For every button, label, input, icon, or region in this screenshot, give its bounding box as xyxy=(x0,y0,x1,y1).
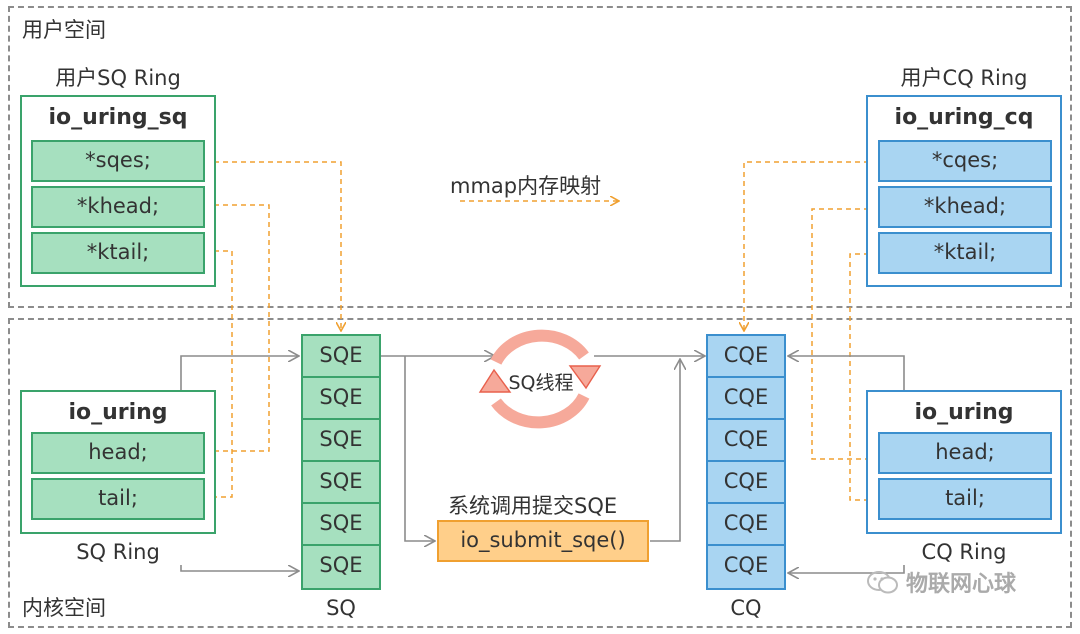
mmap-link-cq-ktail xyxy=(849,253,878,500)
cq-label-to-cq-arrow xyxy=(789,565,905,573)
mmap-link-sq-ktail xyxy=(205,250,233,497)
kernel-space-region xyxy=(8,318,1072,628)
cq-cell: CQE xyxy=(706,334,786,378)
user-space-label: 用户空间 xyxy=(22,18,106,42)
cq-cell: CQE xyxy=(706,460,786,504)
sq-to-syscall-arrow xyxy=(404,356,434,541)
user-cq-field-khead: *khead; xyxy=(878,186,1052,228)
sq-queue-label: SQ xyxy=(326,596,356,620)
sq-label-to-sq-arrow xyxy=(180,565,298,571)
kernel-sq-ring-label: SQ Ring xyxy=(76,540,160,564)
kernel-sq-field-head: head; xyxy=(31,432,205,474)
kernel-cq-ring-label: CQ Ring xyxy=(921,540,1007,564)
user-cq-ring-title: io_uring_cq xyxy=(894,105,1034,130)
sq-thread-cycle-icon xyxy=(478,329,602,429)
watermark-text: 物联网心球 xyxy=(906,572,1017,597)
user-sq-field-ktail: *ktail; xyxy=(31,232,205,274)
cq-cell: CQE xyxy=(706,418,786,462)
syscall-to-cq-arrow xyxy=(650,360,680,542)
user-space-region xyxy=(8,6,1072,308)
sq-thread-label: SQ线程 xyxy=(508,372,574,394)
syscall-label: 系统调用提交SQE xyxy=(448,494,618,518)
sq-cell: SQE xyxy=(301,544,381,590)
kernel-sq-field-tail: tail; xyxy=(31,478,205,520)
watermark: 物联网心球 xyxy=(866,566,1016,598)
mmap-legend-label: mmap内存映射 xyxy=(450,174,602,198)
sq-cell: SQE xyxy=(301,418,381,462)
user-cq-ring-label: 用户CQ Ring xyxy=(900,66,1028,90)
io-submit-sqe-box: io_submit_sqe() xyxy=(437,520,649,562)
kernel-space-label: 内核空间 xyxy=(22,596,106,620)
cq-cell: CQE xyxy=(706,544,786,590)
cq-cell: CQE xyxy=(706,502,786,546)
sq-cell: SQE xyxy=(301,502,381,546)
sq-cell: SQE xyxy=(301,334,381,378)
user-cq-field-ktail: *ktail; xyxy=(878,232,1052,274)
kernel-sq-ring-title: io_uring xyxy=(68,400,168,425)
kernel-cq-field-head: head; xyxy=(878,432,1052,474)
mmap-link-cq-khead xyxy=(811,208,878,459)
sq-cell: SQE xyxy=(301,460,381,504)
wechat-icon xyxy=(867,571,898,594)
cq-cell: CQE xyxy=(706,376,786,420)
user-sq-ring-title: io_uring_sq xyxy=(48,105,188,130)
cq-queue-label: CQ xyxy=(730,596,762,620)
user-sq-field-sqes: *sqes; xyxy=(31,140,205,182)
kernel-cq-field-tail: tail; xyxy=(878,478,1052,520)
sq-cell: SQE xyxy=(301,376,381,420)
mmap-link-cqes xyxy=(744,161,878,330)
user-sq-ring-label: 用户SQ Ring xyxy=(55,66,181,90)
mmap-link-sqes xyxy=(205,161,341,330)
user-cq-field-cqes: *cqes; xyxy=(878,140,1052,182)
kernel-cq-ring-title: io_uring xyxy=(914,400,1014,425)
user-sq-field-khead: *khead; xyxy=(31,186,205,228)
mmap-link-sq-khead xyxy=(205,204,270,451)
